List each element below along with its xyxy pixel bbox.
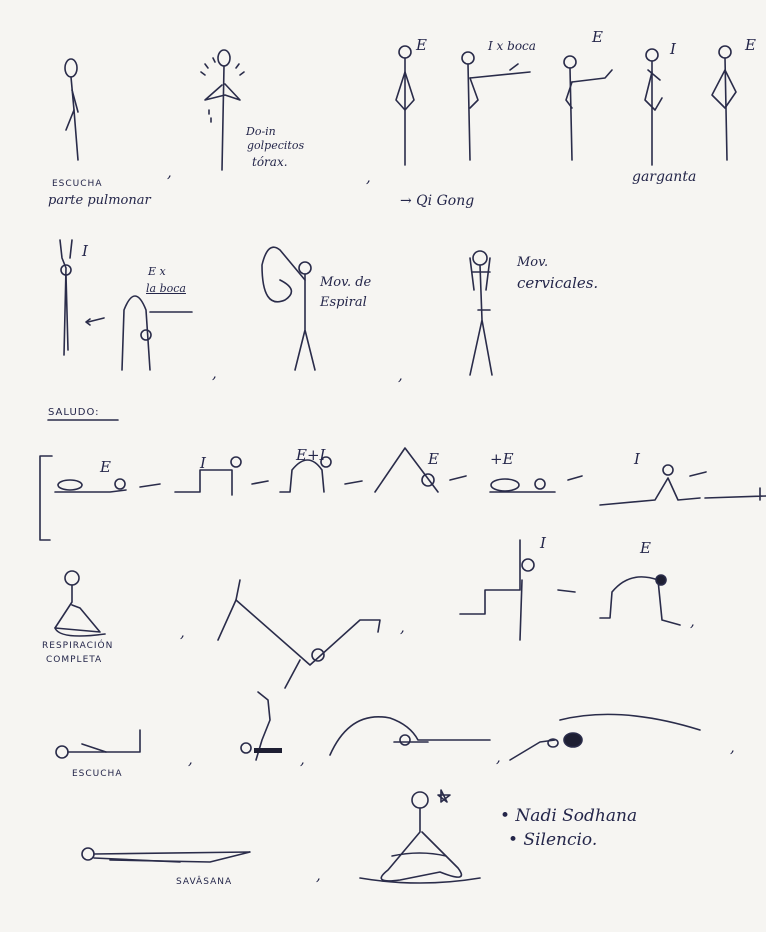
mark-i-1: I (670, 42, 676, 57)
mark-e-saludo-1: E (100, 460, 111, 475)
list-item-silencio: • Silencio. (508, 832, 597, 849)
pose-child (490, 479, 555, 492)
label-mov-de: Mov. de (320, 276, 371, 289)
figure-tapping-chest (201, 50, 244, 170)
comma-2: , (366, 170, 371, 185)
label-cervicales: cervicales. (517, 276, 598, 291)
qigong-figure-4-throat (645, 49, 662, 165)
figure-forward-bend (122, 296, 151, 370)
pose-arched-over (600, 575, 680, 625)
label-savasana: SAVÂSANA (176, 878, 232, 887)
pose-savasana (82, 848, 250, 862)
comma-7: , (690, 614, 695, 629)
figure-arms-up-stretch (60, 240, 72, 355)
mark-e-row4: E (640, 541, 651, 556)
label-escucha: ESCUCHA (52, 180, 102, 189)
comma-11: , (730, 740, 735, 755)
pose-continues-edge (705, 488, 766, 500)
label-i-x-boca: I x boca (488, 40, 536, 52)
mark-i-saludo-2: I (634, 452, 640, 467)
label-do-in-3: tórax. (252, 156, 288, 168)
pose-fish (510, 714, 700, 760)
figure-seated-meditation (360, 792, 480, 883)
qigong-figure-3-arm-forward (564, 56, 612, 160)
comma-12: , (316, 868, 321, 883)
star-icon (438, 790, 450, 802)
figure-spiral-movement (262, 247, 315, 370)
qigong-figure-2-arm-forward (462, 52, 530, 160)
label-mov: Mov. (517, 256, 548, 269)
qigong-figure-5 (712, 46, 736, 160)
mark-e-1: E (416, 38, 427, 53)
label-parte-pulmonar: parte pulmonar (48, 194, 151, 207)
label-do-in-2: golpecitos (247, 140, 304, 151)
label-escucha-2: ESCUCHA (72, 770, 122, 779)
comma-8: , (188, 752, 193, 767)
mark-i-row4: I (540, 536, 546, 551)
mark-e-3: E (745, 38, 756, 53)
comma-9: , (300, 752, 305, 767)
standing-figure-listening (65, 59, 78, 160)
comma-4: , (398, 368, 403, 383)
figure-neck-movements (470, 251, 492, 375)
pose-shoulderstand (241, 692, 282, 760)
label-do-in-1: Do-in (246, 126, 276, 137)
mark-i-2: I (82, 244, 88, 259)
bracket (40, 456, 52, 540)
pose-cobra (600, 465, 700, 505)
label-garganta: garganta (632, 170, 696, 184)
comma-5: , (180, 625, 185, 640)
figure-seated-breathing (55, 571, 105, 636)
label-respiracion: RESPIRACIÓN (42, 642, 113, 651)
mark-i-saludo-1: I (200, 456, 206, 471)
comma-3: , (212, 366, 217, 381)
comma-1: , (167, 165, 172, 180)
pose-twisted-plank (218, 580, 380, 688)
label-qigong: → Qi Gong (400, 194, 474, 208)
comma-6: , (400, 620, 405, 635)
mark-e-2: E (592, 30, 603, 45)
label-e-x: E x (148, 266, 166, 277)
label-espiral: Espiral (320, 296, 367, 309)
mark-e-saludo-2: E (428, 452, 439, 467)
label-la-boca: la boca (146, 283, 186, 294)
list-item-nadi-sodhana: • Nadi Sodhana (500, 808, 637, 825)
pose-bridge (175, 457, 241, 495)
mark-e-plus-i: E+I (296, 448, 325, 463)
figure-lying-listening (56, 730, 140, 758)
label-completa: COMPLETA (46, 656, 102, 665)
comma-10: , (496, 750, 501, 765)
mark-plus-e: +E (490, 452, 514, 467)
pose-lying-prone (55, 479, 126, 492)
qigong-figure-1 (396, 46, 414, 165)
pose-standing-bend (460, 540, 534, 640)
pose-plow (330, 717, 490, 755)
heading-saludo: SALUDO: (48, 408, 100, 418)
